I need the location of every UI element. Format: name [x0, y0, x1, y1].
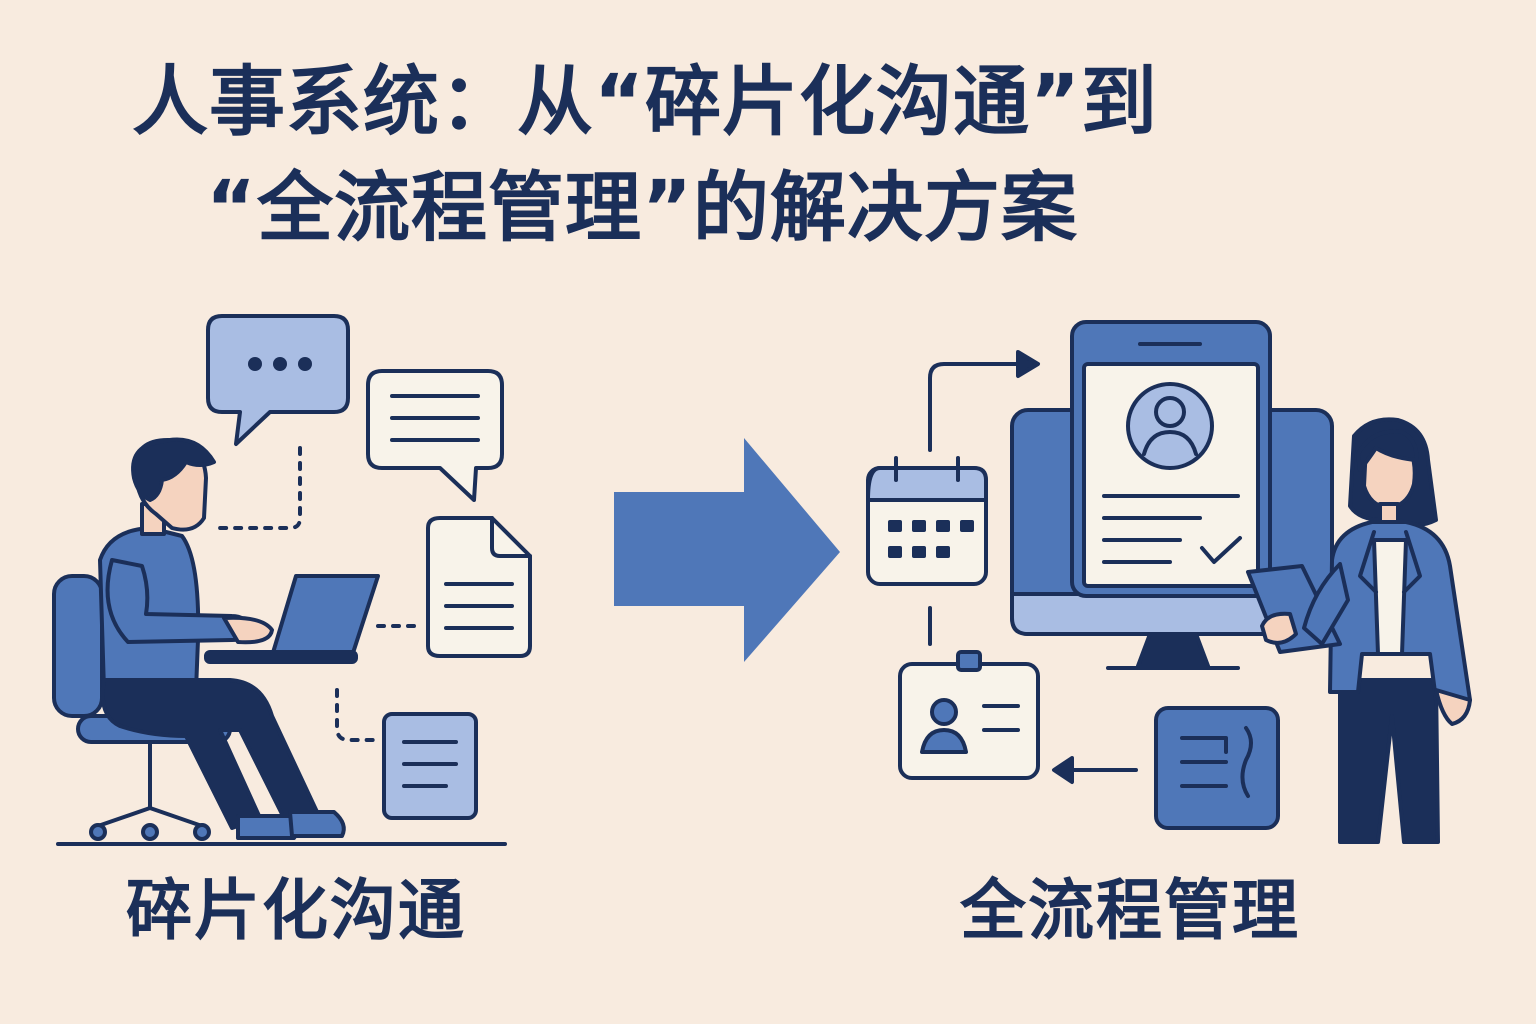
diagram-title-line2: “全流程管理”的解决方案: [206, 163, 1078, 252]
right-arrow-icon: [614, 438, 840, 662]
diagram-title-line1: 人事系统：从“碎片化沟通”到: [132, 57, 1158, 146]
calendar-icon: [866, 456, 988, 586]
chat-bubble-dots-icon: [206, 314, 350, 446]
id-badge-icon: [898, 650, 1040, 780]
flow-arrow-top: [928, 350, 1040, 452]
dotted-connectors: [218, 446, 422, 742]
note-icon: [382, 712, 478, 820]
chat-bubble-lines-icon: [366, 369, 504, 502]
working-person-figure: [98, 437, 380, 840]
profile-document-icon: [1070, 320, 1272, 598]
fragmented-communication-scene: [52, 314, 532, 846]
checkmark-icon: [1200, 536, 1242, 564]
document-icon: [426, 516, 532, 658]
label-full-process-management: 全流程管理: [960, 872, 1300, 949]
binder-icon: [1154, 706, 1280, 830]
full-process-management-scene: [866, 320, 1472, 844]
hr-manager-figure: [1246, 417, 1472, 844]
flow-arrow-bottom: [1052, 756, 1138, 784]
label-fragmented-communication: 碎片化沟通: [126, 872, 466, 949]
